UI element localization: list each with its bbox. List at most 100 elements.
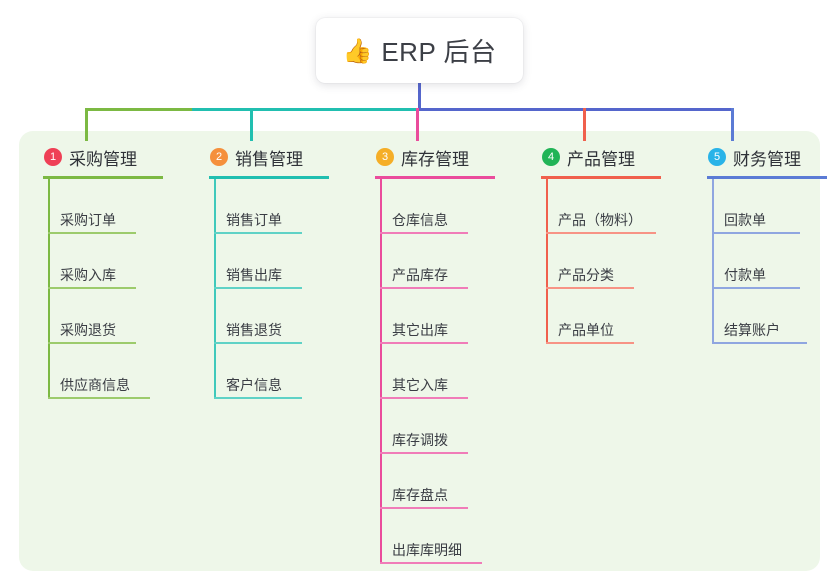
- leaf-label: 库存盘点: [392, 487, 448, 503]
- branch-header-3[interactable]: 3 库存管理: [358, 143, 528, 171]
- leaf-item[interactable]: 产品单位: [524, 289, 704, 344]
- leaf-rule: [214, 342, 302, 344]
- bus-segment-3: [418, 108, 734, 111]
- branch-title-3: 库存管理: [401, 149, 469, 169]
- branch-column-3: 3 库存管理 仓库信息 产品库存 其它出库 其它入库 库存调拨: [358, 143, 528, 564]
- leaf-label: 销售出库: [226, 267, 282, 283]
- leaf-label: 产品库存: [392, 267, 448, 283]
- branch-stub-4: [583, 108, 586, 141]
- leaf-label: 销售退货: [226, 322, 282, 338]
- branch-header-5[interactable]: 5 财务管理: [690, 143, 839, 171]
- branch-leaves-1: 采购订单 采购入库 采购退货 供应商信息: [26, 179, 186, 399]
- leaf-item[interactable]: 产品分类: [524, 234, 704, 289]
- branch-badge-5: 5: [708, 148, 726, 166]
- leaf-rule: [214, 287, 302, 289]
- branch-rule-3: [375, 176, 495, 179]
- branch-column-1: 1 采购管理 采购订单 采购入库 采购退货 供应商信息: [26, 143, 186, 399]
- leaf-label: 销售订单: [226, 212, 282, 228]
- branch-column-4: 4 产品管理 产品（物料） 产品分类 产品单位: [524, 143, 704, 344]
- branch-spine-1: [48, 179, 50, 399]
- leaf-item[interactable]: 采购入库: [26, 234, 186, 289]
- leaf-rule: [48, 342, 136, 344]
- branch-stub-1: [85, 108, 88, 141]
- leaf-item[interactable]: 库存盘点: [358, 454, 528, 509]
- leaf-label: 回款单: [724, 212, 766, 228]
- branch-title-5: 财务管理: [733, 149, 801, 169]
- root-connector-drop: [418, 83, 421, 111]
- leaf-rule: [214, 232, 302, 234]
- leaf-item[interactable]: 结算账户: [690, 289, 839, 344]
- leaf-item[interactable]: 付款单: [690, 234, 839, 289]
- leaf-rule: [380, 507, 468, 509]
- leaf-rule: [214, 397, 302, 399]
- leaf-item[interactable]: 销售退货: [192, 289, 352, 344]
- leaf-label: 库存调拨: [392, 432, 448, 448]
- leaf-label: 产品单位: [558, 322, 614, 338]
- leaf-item[interactable]: 产品（物料）: [524, 179, 704, 234]
- leaf-item[interactable]: 回款单: [690, 179, 839, 234]
- leaf-item[interactable]: 销售出库: [192, 234, 352, 289]
- bus-segment-1: [85, 108, 192, 111]
- leaf-label: 其它入库: [392, 377, 448, 393]
- branch-column-2: 2 销售管理 销售订单 销售出库 销售退货 客户信息: [192, 143, 352, 399]
- branch-stub-5: [731, 108, 734, 141]
- branch-title-1: 采购管理: [69, 149, 137, 169]
- leaf-rule: [48, 397, 150, 399]
- branch-leaves-5: 回款单 付款单 结算账户: [690, 179, 839, 344]
- leaf-rule: [380, 452, 468, 454]
- leaf-rule: [546, 342, 634, 344]
- branch-spine-5: [712, 179, 714, 344]
- leaf-rule: [380, 232, 468, 234]
- branch-stub-2: [250, 108, 253, 141]
- branch-badge-4: 4: [542, 148, 560, 166]
- leaf-rule: [48, 287, 136, 289]
- branch-rule-1: [43, 176, 163, 179]
- branch-badge-3: 3: [376, 148, 394, 166]
- leaf-label: 供应商信息: [60, 377, 130, 393]
- branch-spine-2: [214, 179, 216, 399]
- leaf-rule: [380, 342, 468, 344]
- leaf-label: 产品（物料）: [558, 212, 642, 228]
- leaf-item[interactable]: 采购订单: [26, 179, 186, 234]
- leaf-label: 客户信息: [226, 377, 282, 393]
- leaf-label: 结算账户: [724, 322, 780, 338]
- leaf-label: 出库库明细: [392, 542, 462, 558]
- branch-column-5: 5 财务管理 回款单 付款单 结算账户: [690, 143, 839, 344]
- leaf-label: 采购订单: [60, 212, 116, 228]
- leaf-rule: [380, 562, 482, 564]
- leaf-item[interactable]: 出库库明细: [358, 509, 528, 564]
- leaf-item[interactable]: 采购退货: [26, 289, 186, 344]
- leaf-rule: [546, 232, 656, 234]
- leaf-label: 仓库信息: [392, 212, 448, 228]
- leaf-label: 采购入库: [60, 267, 116, 283]
- leaf-item[interactable]: 产品库存: [358, 234, 528, 289]
- branch-spine-4: [546, 179, 548, 344]
- branch-leaves-2: 销售订单 销售出库 销售退货 客户信息: [192, 179, 352, 399]
- bus-segment-2: [192, 108, 418, 111]
- branch-rule-4: [541, 176, 661, 179]
- root-node[interactable]: 👍 ERP 后台: [316, 18, 523, 83]
- branch-rule-2: [209, 176, 329, 179]
- branch-badge-1: 1: [44, 148, 62, 166]
- branches-panel: [19, 131, 820, 571]
- branch-title-4: 产品管理: [567, 149, 635, 169]
- branch-header-1[interactable]: 1 采购管理: [26, 143, 186, 171]
- leaf-item[interactable]: 其它出库: [358, 289, 528, 344]
- branch-rule-5: [707, 176, 827, 179]
- leaf-item[interactable]: 库存调拨: [358, 399, 528, 454]
- leaf-rule: [712, 287, 800, 289]
- branch-leaves-3: 仓库信息 产品库存 其它出库 其它入库 库存调拨 库存盘点: [358, 179, 528, 564]
- leaf-item[interactable]: 销售订单: [192, 179, 352, 234]
- leaf-item[interactable]: 供应商信息: [26, 344, 186, 399]
- leaf-item[interactable]: 客户信息: [192, 344, 352, 399]
- branch-stub-3: [416, 108, 419, 141]
- branch-leaves-4: 产品（物料） 产品分类 产品单位: [524, 179, 704, 344]
- leaf-item[interactable]: 仓库信息: [358, 179, 528, 234]
- leaf-rule: [712, 232, 800, 234]
- branch-header-2[interactable]: 2 销售管理: [192, 143, 352, 171]
- leaf-rule: [546, 287, 634, 289]
- leaf-label: 付款单: [724, 267, 766, 283]
- branch-header-4[interactable]: 4 产品管理: [524, 143, 704, 171]
- branch-title-2: 销售管理: [235, 149, 303, 169]
- leaf-item[interactable]: 其它入库: [358, 344, 528, 399]
